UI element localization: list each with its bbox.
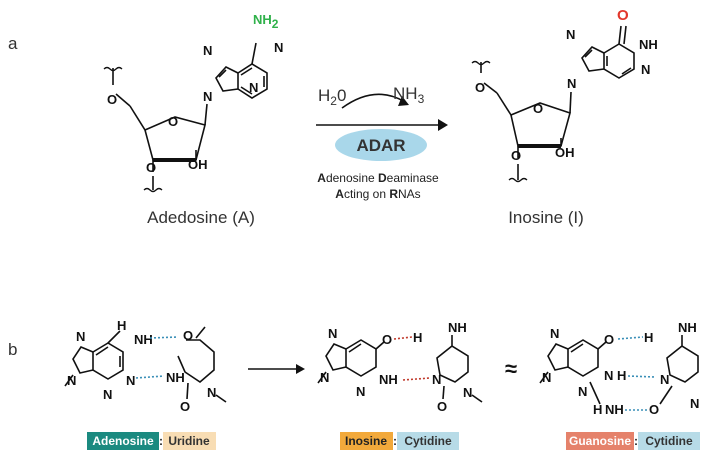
cytidine-o2: O (649, 402, 659, 417)
cytidine-amine-h: H (644, 330, 653, 345)
uridine-n3: NH (166, 370, 185, 385)
atom-n7: N (550, 326, 559, 341)
amine-n: NH (605, 402, 624, 417)
carbonyl-o: O (382, 332, 392, 347)
pair-right-bg (638, 432, 700, 450)
adenosine-structure: NH2 N N N N O O OH O (103, 12, 283, 193)
uridine-n1: N (207, 385, 216, 400)
atom-n1: N (274, 40, 283, 55)
cytidine-n1: N (690, 396, 699, 411)
amine-nh: NH (448, 320, 467, 335)
pair-left-text: Guanosine (569, 434, 631, 448)
atom-o3: O (146, 160, 156, 175)
atom-o3: O (511, 148, 521, 163)
atom-n7: N (76, 329, 85, 344)
atom-n3: N (356, 384, 365, 399)
atom-n1: N (604, 368, 613, 383)
atom-n7: N (328, 326, 337, 341)
atom-n9: N (320, 370, 329, 385)
enzyme-label: ADAR (356, 136, 405, 155)
amine-n: NH (134, 332, 153, 347)
pair-separator: : (393, 434, 397, 448)
amine-h: H (593, 402, 602, 417)
reaction-arrow-group: H20 NH3 ADAR Adenosine Deaminase Acting … (316, 84, 448, 201)
carbonyl-o: O (604, 332, 614, 347)
enzyme-definition-line2: Acting on RNAs (335, 187, 420, 201)
uridine-o2: O (180, 399, 190, 414)
atom-o5: O (475, 80, 485, 95)
panel-label-b: b (8, 340, 17, 359)
atom-n9: N (203, 89, 212, 104)
atom-n3: N (103, 387, 112, 402)
hydroxyl-2: OH (555, 145, 575, 160)
uridine-o4: O (183, 328, 193, 343)
pair-left-bg (87, 432, 159, 450)
inosine-cytidine-pair: N N N O NH H NH N O N (317, 320, 483, 414)
ring-oxygen: O (533, 101, 543, 116)
atom-n3: N (249, 80, 258, 95)
amine-h: H (413, 330, 422, 345)
cytidine-amine-nh: NH (678, 320, 697, 335)
atom-n1-h: H (617, 368, 626, 383)
atom-n1h: NH (639, 37, 658, 52)
enzyme-definition-line1: Adenosine Deaminase (317, 171, 439, 185)
pair-label-guanosine-cytidine: Guanosine : Cytidine (566, 432, 700, 450)
pair-left-bg (340, 432, 393, 450)
atom-n3: N (641, 62, 650, 77)
reactant-caption: Adedosine (A) (147, 208, 255, 227)
water-label: H20 (318, 86, 346, 108)
inosine-structure: O N NH N N O O OH O (471, 7, 658, 183)
pair-right-text: Cytidine (645, 434, 693, 448)
pair-left-text: Inosine (345, 434, 387, 448)
pair-left-bg (566, 432, 634, 450)
atom-o5: O (107, 92, 117, 107)
arrow-head (438, 119, 448, 131)
panel-label-a: a (8, 34, 18, 53)
pair-left-text: Adenosine (92, 434, 154, 448)
enzyme-oval (335, 129, 427, 161)
atom-n7: N (566, 27, 575, 42)
guanosine-cytidine-pair: N N N O N H H NH H NH N O N (539, 320, 699, 417)
ammonia-label: NH3 (393, 84, 425, 106)
atom-n9: N (67, 373, 76, 388)
pair-label-inosine-cytidine: Inosine : Cytidine (340, 432, 459, 450)
carbonyl-oxygen: O (617, 7, 629, 24)
pair-right-bg (397, 432, 459, 450)
pair-label-adenosine-uridine: Adenosine : Uridine (87, 432, 216, 450)
atom-n1h: NH (379, 372, 398, 387)
cytidine-o2: O (437, 399, 447, 414)
atom-n9: N (567, 76, 576, 91)
atom-n3: N (578, 384, 587, 399)
cytidine-n3: N (432, 372, 441, 387)
transition-arrow (296, 364, 305, 374)
atom-n1: N (126, 373, 135, 388)
ring-oxygen: O (168, 114, 178, 129)
pair-separator: : (634, 434, 638, 448)
amine-h: H (117, 318, 126, 333)
amine-label: NH2 (253, 12, 279, 31)
approx-symbol: ≈ (505, 356, 517, 381)
pair-right-text: Cytidine (404, 434, 452, 448)
pair-right-bg (163, 432, 216, 450)
cytidine-n1: N (463, 385, 472, 400)
atom-n9: N (542, 370, 551, 385)
product-caption: Inosine (I) (508, 208, 584, 227)
hydroxyl-2: OH (188, 157, 208, 172)
pair-separator: : (159, 434, 163, 448)
pair-right-text: Uridine (168, 434, 210, 448)
atom-n7: N (203, 43, 212, 58)
cytidine-n3: N (660, 372, 669, 387)
adenosine-uridine-pair: N N N N H NH O NH O N (64, 318, 227, 414)
